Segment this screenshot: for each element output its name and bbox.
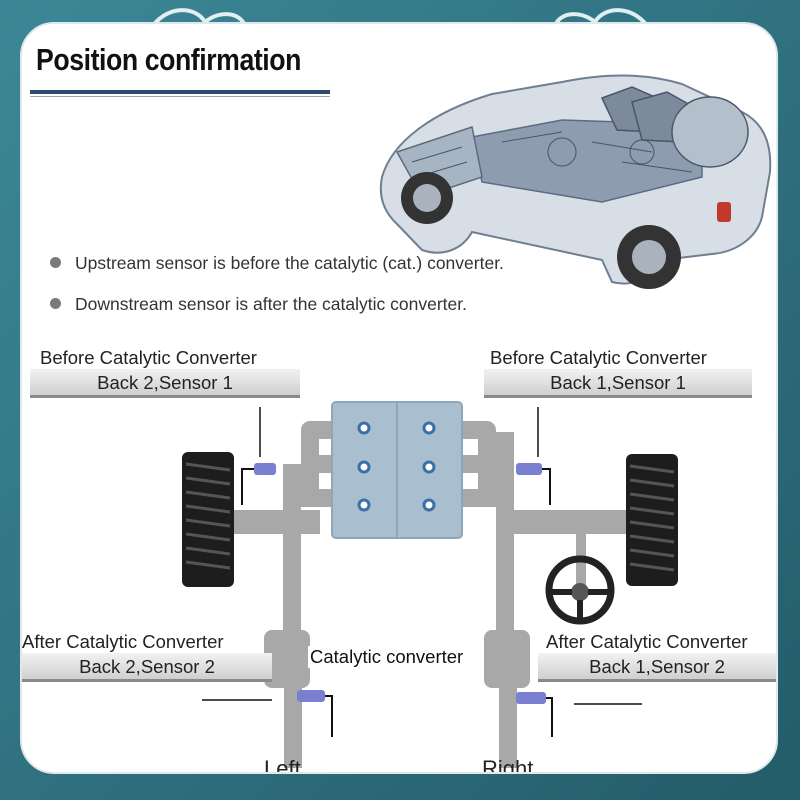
label-heading: After Catalytic Converter bbox=[22, 631, 224, 652]
sensor-back2-s2-icon bbox=[202, 690, 333, 737]
steering-column bbox=[576, 516, 586, 586]
label-bottom-left: After Catalytic Converter Back 2,Sensor … bbox=[22, 631, 272, 682]
sensor-back2-s1-icon bbox=[241, 407, 276, 505]
bullet-upstream: Upstream sensor is before the catalytic … bbox=[50, 253, 504, 274]
car-illustration bbox=[379, 74, 772, 289]
title-underline bbox=[30, 90, 330, 94]
label-bottom-right: After Catalytic Converter Back 1,Sensor … bbox=[538, 631, 776, 682]
right-tire-icon bbox=[626, 454, 678, 586]
sensor-back1-s2-icon bbox=[516, 692, 642, 737]
label-bar: Back 1,Sensor 1 bbox=[484, 369, 752, 398]
label-heading: Before Catalytic Converter bbox=[490, 347, 707, 368]
content-panel: Position confirmation Upstream sensor is… bbox=[20, 22, 778, 774]
steering-wheel-icon bbox=[545, 555, 615, 625]
left-manifold bbox=[283, 421, 337, 662]
bullet-downstream: Downstream sensor is after the catalytic… bbox=[50, 294, 467, 315]
label-bar: Back 1,Sensor 2 bbox=[538, 653, 776, 682]
bullet-dot-icon bbox=[50, 256, 61, 268]
side-right-label: Right bbox=[482, 756, 534, 774]
left-axle bbox=[234, 510, 320, 534]
left-catalytic-converter bbox=[264, 630, 310, 688]
engine-bolts bbox=[357, 421, 436, 512]
label-bar: Back 2,Sensor 1 bbox=[30, 369, 300, 398]
bullet-text: Downstream sensor is after the catalytic… bbox=[75, 294, 467, 314]
title-underline-thin bbox=[30, 96, 330, 97]
right-catalytic-converter bbox=[484, 630, 530, 688]
tail-light bbox=[717, 202, 731, 222]
sensor-back1-s1-icon bbox=[516, 407, 551, 505]
right-manifold bbox=[460, 421, 514, 662]
spare-wheel bbox=[671, 96, 749, 168]
catalytic-converter-label: Catalytic converter bbox=[308, 646, 466, 668]
label-heading: After Catalytic Converter bbox=[546, 631, 748, 652]
bullet-dot-icon bbox=[50, 297, 61, 309]
left-tire-icon bbox=[182, 452, 234, 587]
bullet-text: Upstream sensor is before the catalytic … bbox=[75, 253, 504, 273]
chassis-diagram bbox=[182, 401, 678, 768]
label-heading: Before Catalytic Converter bbox=[40, 347, 257, 368]
side-left-label: Left bbox=[264, 756, 301, 774]
label-bar: Back 2,Sensor 2 bbox=[22, 653, 272, 682]
page-title: Position confirmation bbox=[36, 42, 301, 77]
label-top-left: Before Catalytic Converter Back 2,Sensor… bbox=[30, 347, 300, 398]
label-top-right: Before Catalytic Converter Back 1,Sensor… bbox=[484, 347, 752, 398]
right-axle bbox=[497, 510, 629, 534]
